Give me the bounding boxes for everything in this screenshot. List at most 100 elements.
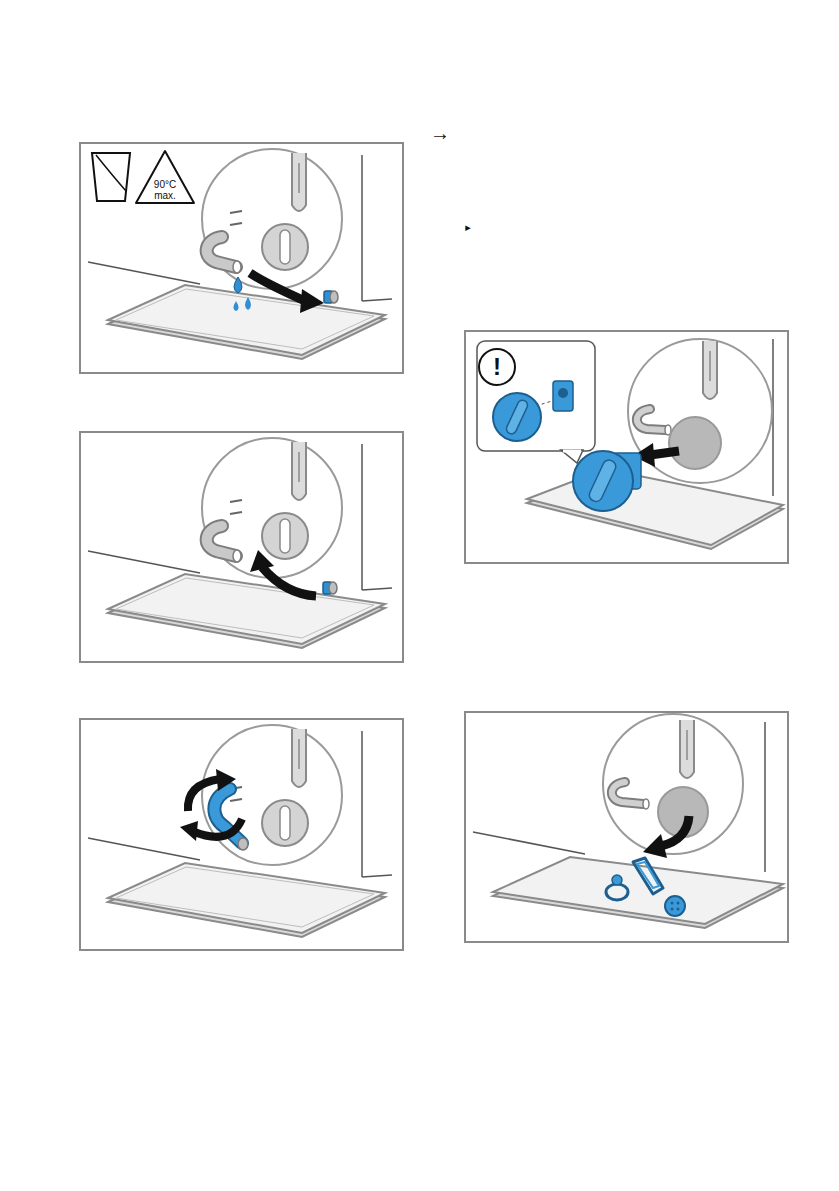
drain-water-panel-part: [202, 149, 342, 289]
remove-filter-panel-part: [527, 469, 783, 545]
clean-out-panel-part: [493, 857, 783, 924]
stow-hose-panel-part: [230, 799, 242, 801]
close-hose-panel-part: [361, 444, 363, 590]
stow-hose-panel-part: [108, 863, 385, 937]
drain-water-panel-part: [108, 285, 385, 359]
drain-water-panel-part: [136, 151, 194, 203]
remove-filter-panel: [465, 331, 788, 563]
drain-water-panel-part: [234, 277, 242, 293]
close-hose-panel: [80, 432, 403, 662]
drain-water-panel-part: [230, 211, 242, 213]
stow-hose-panel-part: [202, 725, 342, 865]
clean-out-panel-part: [643, 834, 667, 858]
close-hose-panel-part: [88, 551, 200, 573]
clean-out-panel-part: [677, 908, 680, 911]
clean-out-panel-part: [665, 896, 685, 916]
close-hose-panel-part: [362, 588, 392, 590]
clean-out-panel-part: [612, 782, 643, 804]
clean-out-panel-part: [473, 832, 585, 854]
remove-filter-panel-part: [563, 450, 581, 453]
stow-hose-panel-part: [192, 819, 242, 837]
remove-filter-panel-part-part: [587, 458, 617, 503]
close-hose-panel-part: [202, 438, 342, 578]
close-hose-panel-part: [292, 442, 306, 500]
clean-out-panel-part: [643, 799, 649, 809]
drain-water-panel-part: [207, 237, 236, 267]
stow-hose-panel-part: [362, 875, 392, 877]
stow-hose-panel-part: [188, 779, 220, 811]
stow-hose-panel-part: [180, 821, 198, 841]
remove-filter-panel-part: [669, 417, 721, 469]
drain-water-panel-part: [262, 224, 308, 270]
close-hose-panel-part: [329, 582, 337, 594]
remove-filter-panel-part: [637, 409, 665, 430]
drain-water-panel-part: [234, 301, 239, 311]
drain-water-panel-part: [233, 261, 241, 273]
clean-out-panel-part: [465, 712, 788, 942]
close-hose-panel-part: [262, 567, 316, 596]
remove-filter-panel-part: [477, 341, 595, 451]
drain-water-panel-part: [362, 299, 392, 301]
drain-water-panel-part: [88, 262, 200, 284]
stow-hose-panel-part: [292, 729, 306, 787]
drain-water-panel-part: [230, 223, 242, 225]
clean-out-panel-part: [637, 862, 659, 888]
drain-water-panel-part: [80, 143, 403, 373]
close-hose-panel-part: [108, 574, 385, 648]
clean-out-panel-part: [671, 902, 674, 905]
stow-hose-panel-part: [88, 838, 200, 860]
stow-hose-panel-part: [80, 719, 403, 950]
drain-water-panel: [80, 143, 403, 373]
close-hose-panel-part: [207, 526, 236, 556]
caution-mark: !: [485, 354, 509, 379]
bullet-marker: ▸: [458, 222, 478, 234]
clean-out-panel-part: [603, 714, 743, 854]
clean-out-panel-part: [606, 884, 628, 900]
close-hose-panel-part: [250, 550, 274, 572]
clean-out-panel-part: [612, 782, 643, 804]
stow-hose-panel-part: [238, 838, 248, 850]
close-hose-panel-part: [207, 526, 236, 556]
close-hose-panel-part: [233, 550, 241, 562]
remove-filter-panel-part: [505, 399, 529, 436]
stow-hose-panel: [80, 719, 403, 950]
temperature-warning: 90°C max.: [145, 180, 185, 201]
remove-filter-panel-part: [465, 331, 788, 563]
clean-out-panel-part: [671, 908, 674, 911]
close-hose-panel-part: [230, 500, 242, 502]
remove-filter-panel-part-part: [573, 451, 633, 511]
remove-filter-panel-part: [650, 451, 679, 455]
clean-out-panel-part: [612, 875, 622, 885]
drain-water-panel-part: [96, 155, 126, 191]
remove-filter-panel-part: [703, 341, 717, 399]
remove-filter-panel-part: [573, 451, 641, 511]
clean-out-panel-part: [633, 858, 663, 894]
clean-out-panel-part: [680, 720, 694, 778]
stow-hose-panel-part: [361, 731, 363, 877]
step-arrow: →: [425, 123, 455, 144]
clean-out-panel-part: [764, 722, 766, 872]
remove-filter-panel-part: [561, 450, 583, 463]
drain-water-panel-part: [245, 297, 251, 310]
drain-water-panel-part: [92, 153, 130, 201]
drain-water-panel-part: [300, 289, 324, 313]
remove-filter-panel-part: [493, 393, 541, 441]
drain-water-panel-part: [207, 237, 236, 267]
clean-out-panel-part: [661, 816, 689, 846]
clean-out-panel-part: [677, 902, 680, 905]
close-hose-panel-part: [80, 432, 403, 662]
remove-filter-panel-part: [558, 388, 568, 398]
close-hose-panel-part: [230, 512, 242, 514]
remove-filter-panel-part: [479, 349, 515, 385]
drain-water-panel-part: [330, 291, 338, 303]
remove-filter-panel-part: [553, 381, 573, 411]
stow-hose-panel-part: [216, 769, 236, 791]
remove-filter-panel-part: [628, 339, 772, 483]
remove-filter-panel-part: [637, 409, 665, 430]
clean-out-panel: [465, 712, 788, 942]
stow-hose-panel-part: [262, 800, 308, 846]
drain-water-panel-part: [250, 273, 305, 301]
drain-water-panel-part: [292, 153, 306, 211]
close-hose-panel-part: [262, 513, 308, 559]
